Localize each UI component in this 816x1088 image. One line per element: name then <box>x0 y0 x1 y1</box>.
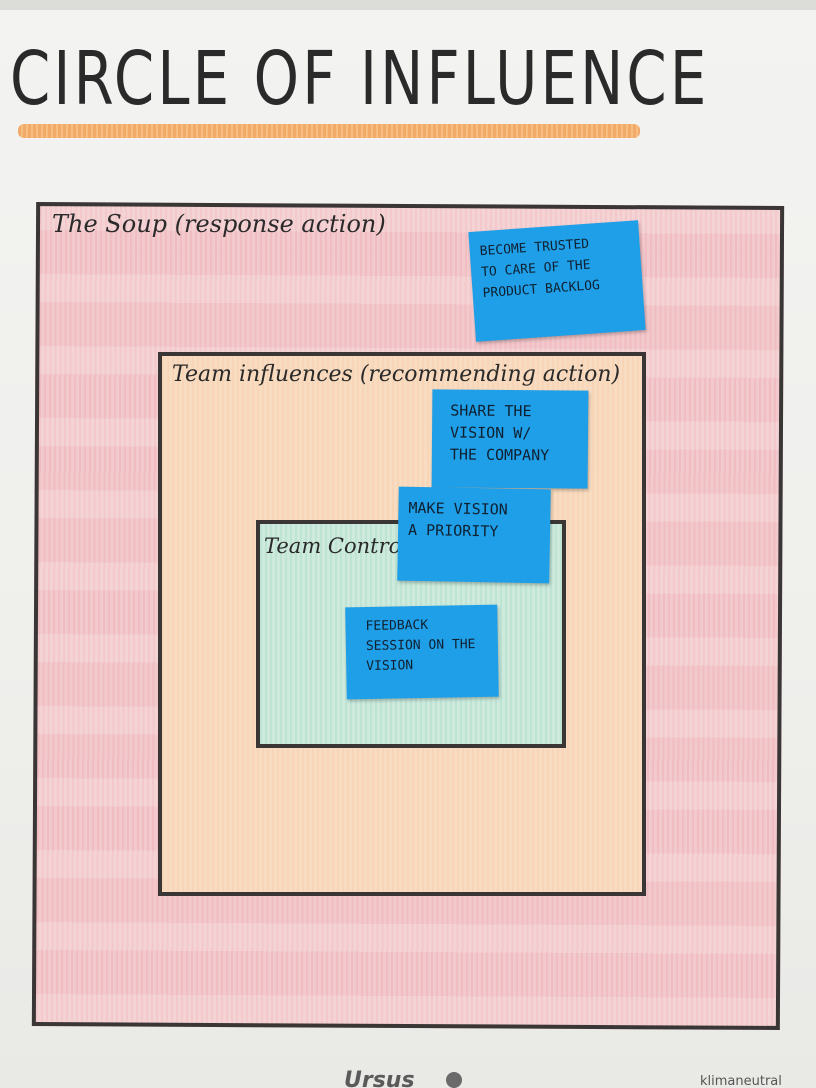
sticky-note-line: a priority <box>407 520 499 541</box>
brand-logo: Ursus <box>344 1068 415 1088</box>
sticky-note-line: Make vision <box>408 498 508 519</box>
sticky-note-line: vision <box>366 658 414 674</box>
sticky-note-line: Share the <box>450 401 532 421</box>
footer-text: klimaneutral <box>700 1074 782 1088</box>
sticky-note: Feedback session on the vision <box>345 604 499 700</box>
sticky-note: Make vision a priority <box>397 486 551 584</box>
brand-mark-icon <box>446 1072 462 1088</box>
sticky-note-line: Feedback <box>365 617 429 634</box>
sticky-note: Become trusted to care of the product ba… <box>468 220 646 342</box>
sticky-note-line: the company <box>449 445 550 465</box>
sticky-note-line: session on the <box>365 637 476 654</box>
region-label-the-soup: The Soup (response action) <box>52 210 386 238</box>
region-label-team-control: Team Control <box>264 534 408 558</box>
region-label-team-influences: Team influences (recommending action) <box>172 362 621 387</box>
paper-top-edge <box>0 0 816 10</box>
sticky-note: Share the vision w/ the company <box>431 389 589 489</box>
title-underline <box>18 124 640 138</box>
sticky-note-line: vision w/ <box>449 423 532 443</box>
page-title: CIRCLE OF INFLUENCE <box>10 36 710 122</box>
